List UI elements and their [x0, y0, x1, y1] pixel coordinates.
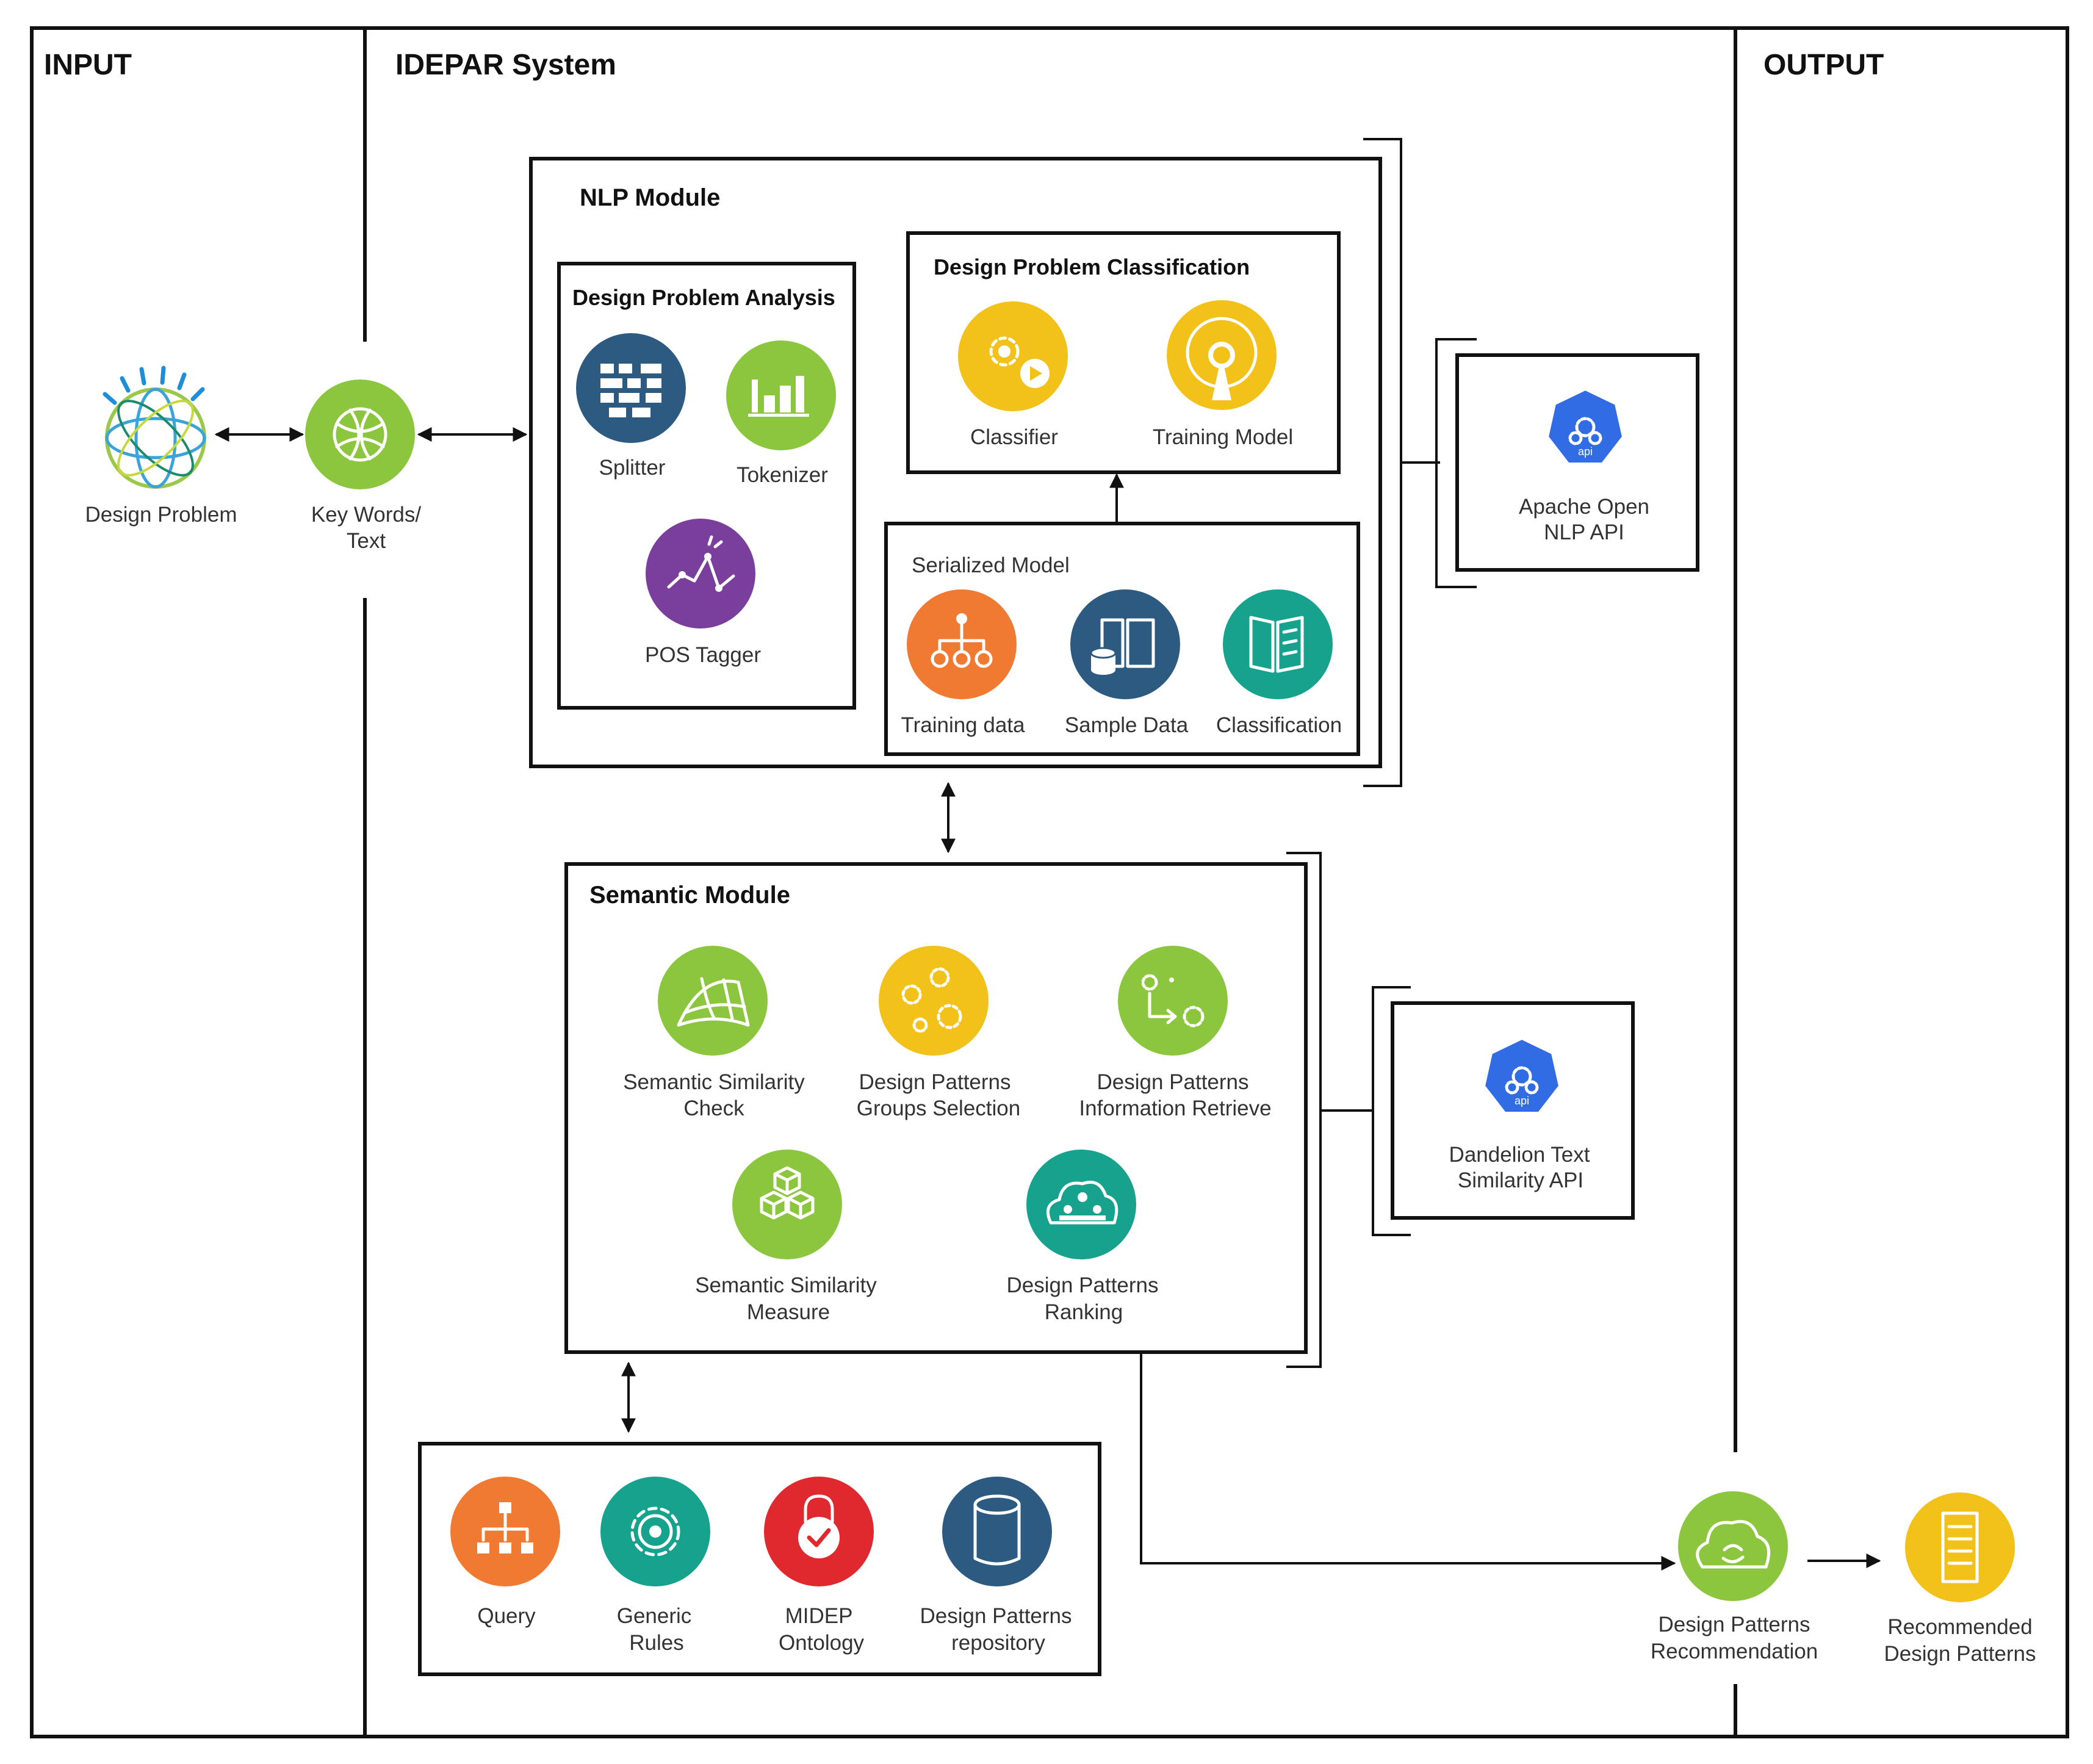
serialized-model-box: [884, 522, 1360, 756]
apache-api-label-line1: Apache Open: [1519, 495, 1649, 519]
groups-selection-circle: [879, 946, 989, 1056]
information-retrieve-label-line2: Information Retrieve: [1079, 1096, 1271, 1120]
similarity-check-label-line1: Semantic Similarity: [623, 1070, 805, 1094]
query-label: Query: [477, 1604, 536, 1628]
repository-circle: [942, 1477, 1052, 1586]
groups-selection-label-line2: Groups Selection: [857, 1096, 1020, 1120]
power-node-icon: [1186, 317, 1258, 400]
information-retrieve-label-line1: Design Patterns: [1097, 1070, 1248, 1094]
nlp-module-title: NLP Module: [580, 184, 720, 211]
keywords-label-line2: Text: [347, 529, 386, 553]
ranking-label-line2: Ranking: [1045, 1300, 1123, 1324]
dandelion-api-box: [1391, 1001, 1635, 1220]
open-book-icon: [1249, 616, 1304, 673]
api-heptagon-icon: api: [1546, 387, 1625, 465]
dandelion-api-label-line1: Dandelion Text: [1449, 1143, 1590, 1167]
recommended-patterns-label-line1: Recommended: [1887, 1615, 2032, 1639]
ontology-label-line2: Ontology: [779, 1631, 865, 1655]
training-data-label: Training data: [901, 713, 1026, 737]
nlp-module-box: [529, 157, 1382, 768]
apache-api-label-line2: NLP API: [1544, 520, 1624, 544]
knowledge-base-box: [418, 1442, 1101, 1676]
cloud-people-icon: [1046, 1181, 1119, 1225]
similarity-check-label-line2: Check: [683, 1096, 744, 1120]
hierarchy-icon: [931, 613, 993, 668]
globe-icon: [103, 365, 206, 489]
globe-grid-icon: [333, 407, 387, 462]
recommendation-label-line1: Design Patterns: [1658, 1613, 1810, 1636]
lane-title-input: INPUT: [44, 49, 132, 81]
semantic-bracket: [1286, 852, 1322, 1368]
repository-label-line1: Design Patterns: [920, 1604, 1072, 1628]
tokenizer-label: Tokenizer: [737, 463, 828, 487]
generic-rules-label-line1: Generic: [617, 1604, 692, 1628]
book-database-icon: [1090, 618, 1155, 675]
information-retrieve-circle: [1118, 946, 1228, 1056]
gear-play-icon: [989, 336, 1050, 388]
line-graph-icon: [667, 535, 735, 592]
api-heptagon-icon: api: [1482, 1037, 1562, 1114]
ranking-circle: [1026, 1150, 1136, 1259]
grid-blocks-icon: [600, 364, 661, 417]
pos-tagger-circle: [646, 519, 755, 628]
recommended-patterns-label-line2: Design Patterns: [1884, 1642, 2036, 1666]
repository-label-line2: repository: [951, 1631, 1045, 1655]
gear-icon: [630, 1507, 680, 1557]
mesh-surface-icon: [677, 977, 750, 1027]
classifier-circle: [958, 301, 1068, 411]
cubes-icon: [760, 1166, 815, 1220]
dandelion-bracket: [1372, 986, 1411, 1236]
analysis-title: Design Problem Analysis: [572, 285, 835, 310]
outer-frame: [30, 26, 2069, 1738]
apache-api-badge: api: [1578, 445, 1593, 458]
lane-title-output: OUTPUT: [1763, 49, 1884, 81]
pos-tagger-label: POS Tagger: [645, 643, 761, 667]
gear-flow-icon: [1141, 974, 1205, 1028]
classification-box: [906, 231, 1341, 474]
recommended-patterns-circle: [1905, 1492, 2015, 1602]
apache-bracket: [1435, 338, 1477, 588]
recommendation-label-line2: Recommendation: [1651, 1640, 1818, 1663]
server-list-icon: [1941, 1511, 1979, 1583]
arrow-semantic-recommendation: [1140, 1352, 1676, 1571]
sample-data-circle: [1070, 589, 1180, 699]
sample-data-label: Sample Data: [1065, 713, 1189, 737]
training-model-label: Training Model: [1153, 425, 1293, 449]
lock-check-icon: [798, 1494, 840, 1558]
generic-rules-label-line2: Rules: [629, 1631, 683, 1655]
analysis-box: [557, 262, 856, 710]
lane-title-system: IDEPAR System: [395, 49, 616, 81]
design-problem-node: Design Problem: [85, 365, 237, 527]
groups-selection-label-line1: Design Patterns: [859, 1070, 1010, 1094]
dandelion-api-badge: api: [1515, 1095, 1529, 1107]
keywords-label-line1: Key Words/: [311, 503, 422, 527]
classifier-label: Classifier: [970, 425, 1058, 449]
apache-api-box: [1455, 353, 1699, 572]
similarity-check-circle: [658, 946, 768, 1056]
serialized-model-title: Serialized Model: [912, 553, 1070, 577]
keywords-node: Key Words/ Text: [305, 380, 421, 553]
classification-data-label: Classification: [1216, 713, 1342, 737]
similarity-measure-label-line1: Semantic Similarity: [695, 1273, 877, 1297]
design-problem-label: Design Problem: [85, 503, 237, 527]
dandelion-api-label-line2: Similarity API: [1458, 1168, 1583, 1192]
splitter-label: Splitter: [599, 456, 666, 480]
ontology-label-line1: MIDEP: [785, 1604, 853, 1628]
semantic-module-box: [564, 862, 1308, 1354]
database-icon: [973, 1494, 1021, 1566]
similarity-measure-label-line2: Measure: [747, 1300, 830, 1324]
gears-icon: [901, 967, 962, 1033]
classification-title: Design Problem Classification: [934, 254, 1250, 279]
ranking-label-line1: Design Patterns: [1006, 1273, 1158, 1297]
semantic-module-title: Semantic Module: [589, 882, 790, 909]
hierarchy-icon: [477, 1502, 533, 1553]
bar-chart-icon: [748, 376, 809, 417]
cloud-sync-icon: [1696, 1520, 1771, 1569]
